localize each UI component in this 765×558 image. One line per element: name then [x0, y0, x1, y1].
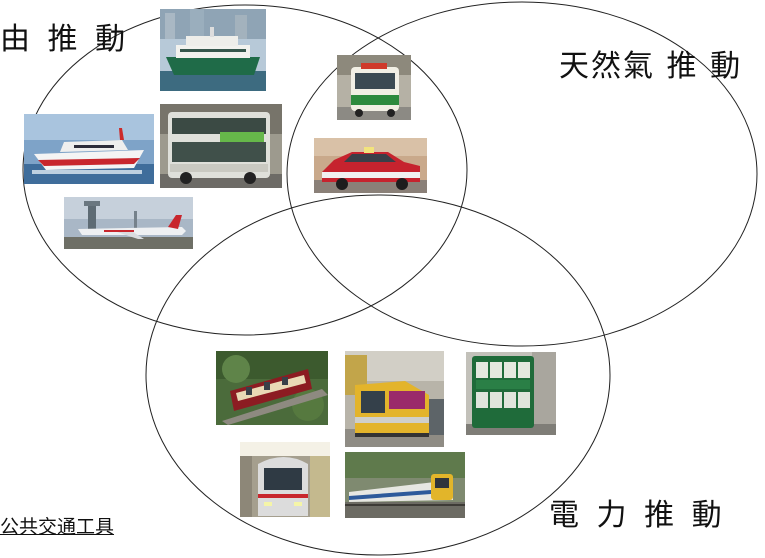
electric-circle [145, 194, 611, 556]
airplane-photo [64, 197, 193, 249]
oil-powered-label: 由 推 動 [0, 22, 130, 57]
public-transport-link[interactable]: 公共交通工具 [0, 516, 115, 538]
peak-tram-photo [216, 351, 328, 425]
natural-gas-circle [286, 1, 758, 347]
oil-circle [22, 4, 468, 336]
natural-gas-powered-label: 天然氣 推 動 [559, 49, 743, 84]
star-ferry-photo [160, 9, 266, 91]
kcr-train-photo [345, 452, 465, 518]
light-rail-photo [345, 351, 444, 447]
double-decker-bus-photo [160, 104, 282, 188]
jetfoil-ferry-photo [24, 114, 154, 184]
mtr-train-photo [240, 442, 330, 517]
electric-powered-label: 電 力 推 動 [549, 498, 726, 533]
minibus-photo [337, 55, 411, 120]
double-decker-tram-photo [466, 352, 556, 435]
taxi-photo [314, 138, 427, 193]
